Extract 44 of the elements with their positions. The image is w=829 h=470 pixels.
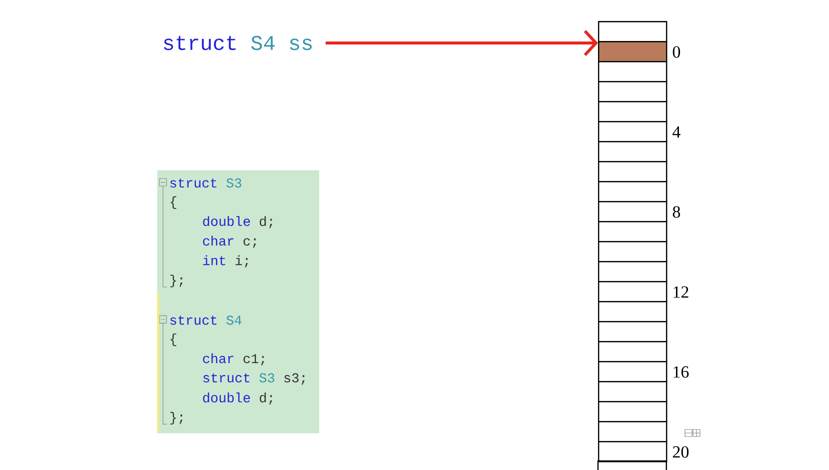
memory-cell bbox=[598, 161, 668, 182]
memory-cell bbox=[598, 280, 668, 302]
code-line: struct S3 s3; bbox=[203, 373, 305, 385]
memory-cell bbox=[598, 241, 668, 262]
memory-cell bbox=[598, 440, 668, 462]
memory-cell bbox=[598, 300, 668, 322]
memory-cell bbox=[598, 360, 668, 382]
memory-cell bbox=[598, 221, 668, 242]
memory-cell bbox=[598, 181, 668, 202]
memory-cell bbox=[598, 201, 668, 222]
memory-cell bbox=[598, 41, 668, 62]
memory-cell bbox=[598, 81, 668, 102]
offset-label: 16 bbox=[674, 366, 689, 378]
code-line: { bbox=[170, 196, 176, 209]
code-line: double d; bbox=[203, 392, 272, 405]
memory-cell bbox=[597, 460, 667, 470]
code-line: char c1; bbox=[203, 353, 264, 366]
memory-cell bbox=[598, 400, 668, 422]
code-line: { bbox=[170, 334, 176, 346]
memory-cell bbox=[598, 320, 668, 342]
memory-cell bbox=[598, 380, 668, 402]
memory-cell bbox=[598, 21, 668, 42]
offset-label: 4 bbox=[672, 126, 680, 138]
code-line: int i; bbox=[203, 255, 248, 268]
memory-cell bbox=[598, 121, 668, 142]
memory-cell bbox=[598, 141, 668, 162]
code-line: struct S4 bbox=[170, 316, 242, 325]
arrow bbox=[326, 30, 598, 56]
code-line: double d; bbox=[203, 216, 272, 228]
memory-cell bbox=[598, 420, 668, 442]
memory-cell bbox=[598, 260, 668, 282]
memory-cell bbox=[598, 340, 668, 362]
code-line: }; bbox=[170, 274, 182, 288]
code-line: }; bbox=[170, 412, 182, 424]
offset-label: 20 bbox=[672, 446, 689, 458]
offset-label: 8 bbox=[672, 206, 680, 218]
code-line: struct S3 bbox=[170, 178, 242, 188]
code-line: char c; bbox=[203, 236, 256, 248]
memory-cell bbox=[598, 61, 668, 82]
offset-label: 12 bbox=[674, 286, 688, 298]
code-panel bbox=[157, 170, 320, 434]
code-label: struct S4 ss bbox=[164, 36, 312, 50]
offset-label: 0 bbox=[672, 46, 680, 58]
memory-cell bbox=[598, 101, 668, 122]
